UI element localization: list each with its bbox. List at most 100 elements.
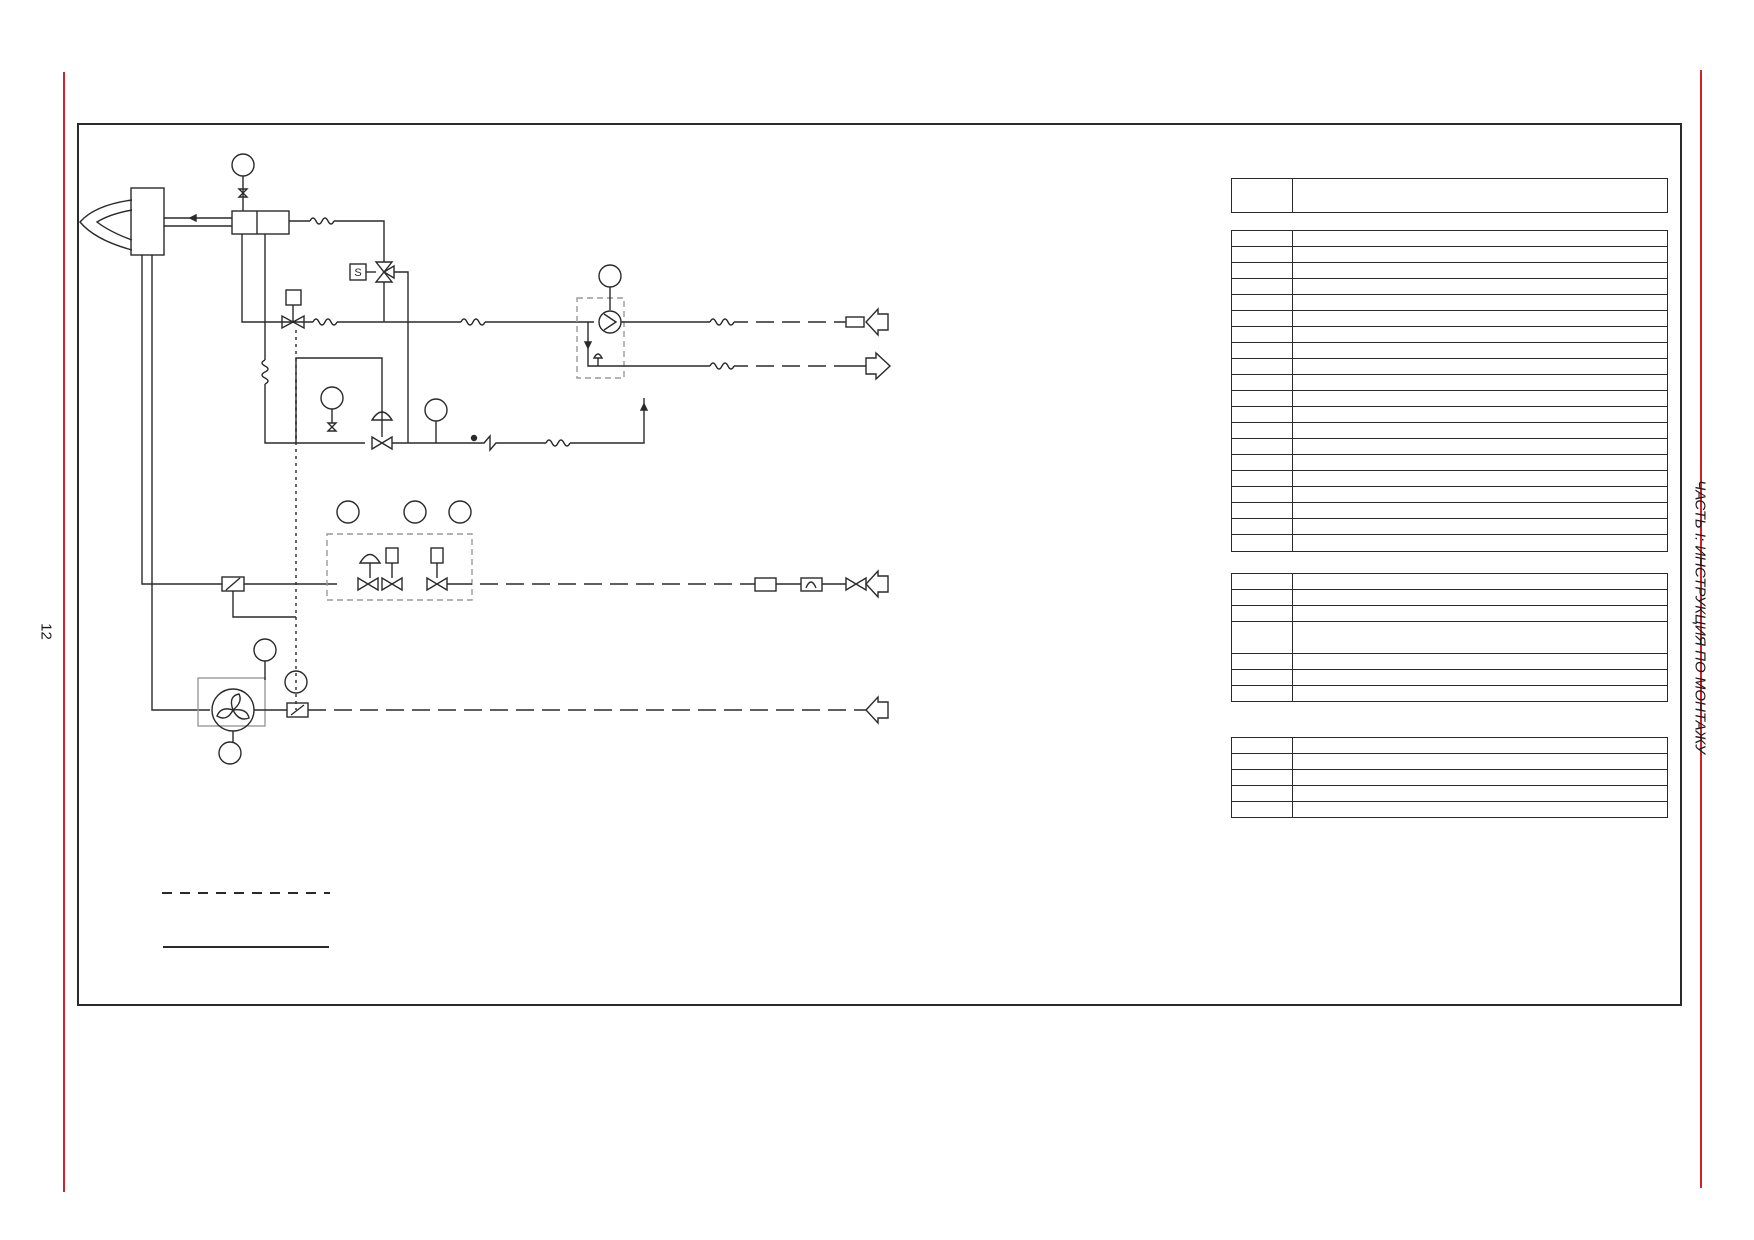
table-row	[1231, 374, 1668, 391]
table-cell	[1231, 669, 1293, 686]
fan-blades-icon	[216, 693, 250, 720]
inlet-arrow-icon	[865, 569, 889, 599]
table-row	[1231, 605, 1668, 622]
table-cell	[1292, 454, 1668, 471]
gauge-icon	[253, 638, 277, 662]
table-cell	[1292, 438, 1668, 455]
table-cell	[1292, 573, 1668, 590]
legend-table-air	[1231, 737, 1668, 818]
table-cell	[1231, 454, 1293, 471]
table-cell	[1231, 785, 1293, 802]
table-cell	[1292, 422, 1668, 439]
table-cell	[1292, 310, 1668, 327]
inlet-arrow-icon	[865, 695, 889, 725]
table-cell	[1292, 605, 1668, 622]
table-cell	[1231, 685, 1293, 702]
table-row	[1231, 573, 1668, 590]
gauge-icon	[424, 398, 448, 422]
table-cell	[1231, 178, 1293, 213]
check-valve-icon	[474, 434, 546, 452]
flexible-hose-icon	[709, 318, 735, 326]
gas-filter-icon	[754, 577, 777, 592]
flexible-hose-icon	[460, 318, 486, 326]
solenoid-valve-icon	[381, 576, 403, 592]
table-cell	[1231, 278, 1293, 295]
solenoid-symbol: S	[354, 267, 361, 279]
table-cell	[1292, 406, 1668, 423]
table-cell	[1292, 534, 1668, 552]
flexible-hose-icon	[309, 217, 335, 225]
burner-head-icon	[79, 199, 133, 251]
gauge-icon	[403, 500, 427, 524]
circulation-pump-icon	[598, 310, 622, 334]
table-cell	[1231, 589, 1293, 606]
solenoid-coil-icon	[385, 547, 399, 564]
table-row	[1231, 769, 1668, 786]
pump-enclosure	[576, 297, 625, 379]
table-row	[1231, 454, 1668, 471]
table-cell	[1292, 653, 1668, 670]
left-margin-line	[63, 72, 65, 1192]
table-cell	[1292, 669, 1668, 686]
table-cell	[1292, 589, 1668, 606]
table-row	[1231, 470, 1668, 487]
table-cell	[1292, 230, 1668, 247]
gauge-icon	[598, 264, 622, 288]
table-cell	[1292, 246, 1668, 263]
table-row	[1231, 534, 1668, 552]
table-row	[1231, 486, 1668, 503]
flexible-hose-icon	[261, 359, 269, 385]
table-cell	[1231, 573, 1293, 590]
table-row	[1231, 358, 1668, 375]
table-row	[1231, 685, 1668, 702]
table-cell	[1292, 374, 1668, 391]
valve-actuator-icon	[285, 289, 302, 306]
flexible-hose-icon	[709, 362, 735, 370]
table-cell	[1231, 737, 1293, 754]
table-row	[1231, 406, 1668, 423]
pneumatic-valve-icon	[358, 553, 382, 578]
gas-train-enclosure	[326, 533, 473, 601]
table-row	[1231, 502, 1668, 519]
table-cell	[1292, 326, 1668, 343]
table-cell	[1231, 358, 1293, 375]
table-row	[1231, 518, 1668, 535]
table-row	[1231, 737, 1668, 754]
solenoid-valve-icon	[281, 314, 305, 330]
table-cell	[1231, 246, 1293, 263]
needle-valve-icon	[326, 422, 338, 432]
solenoid-coil-icon	[430, 547, 444, 564]
table-row	[1231, 326, 1668, 343]
gauge-icon	[231, 153, 255, 177]
table-cell	[1292, 486, 1668, 503]
three-way-valve-icon	[374, 261, 395, 283]
solenoid-valve-icon	[371, 435, 393, 451]
table-row	[1231, 589, 1668, 606]
heat-exchanger-icon	[130, 187, 165, 256]
table-cell	[1231, 390, 1293, 407]
table-cell	[1292, 737, 1668, 754]
table-row	[1231, 390, 1668, 407]
table-cell	[1292, 262, 1668, 279]
table-cell	[1292, 342, 1668, 359]
table-row	[1231, 653, 1668, 670]
table-row	[1231, 753, 1668, 770]
gauge-icon	[320, 386, 344, 410]
table-cell	[1292, 178, 1668, 213]
table-cell	[1231, 438, 1293, 455]
table-cell	[1231, 621, 1293, 654]
table-row	[1231, 178, 1668, 213]
table-row	[1231, 310, 1668, 327]
table-cell	[1231, 342, 1293, 359]
table-cell	[1231, 294, 1293, 311]
inlet-arrow-icon	[865, 307, 889, 337]
legend-table-header	[1231, 178, 1668, 213]
table-cell	[1231, 605, 1293, 622]
solenoid-valve-icon	[357, 576, 379, 592]
legend-table-gas	[1231, 573, 1668, 702]
table-row	[1231, 230, 1668, 247]
table-cell	[1231, 534, 1293, 552]
table-cell	[1231, 753, 1293, 770]
legend-table-components	[1231, 230, 1668, 552]
table-cell	[1231, 769, 1293, 786]
